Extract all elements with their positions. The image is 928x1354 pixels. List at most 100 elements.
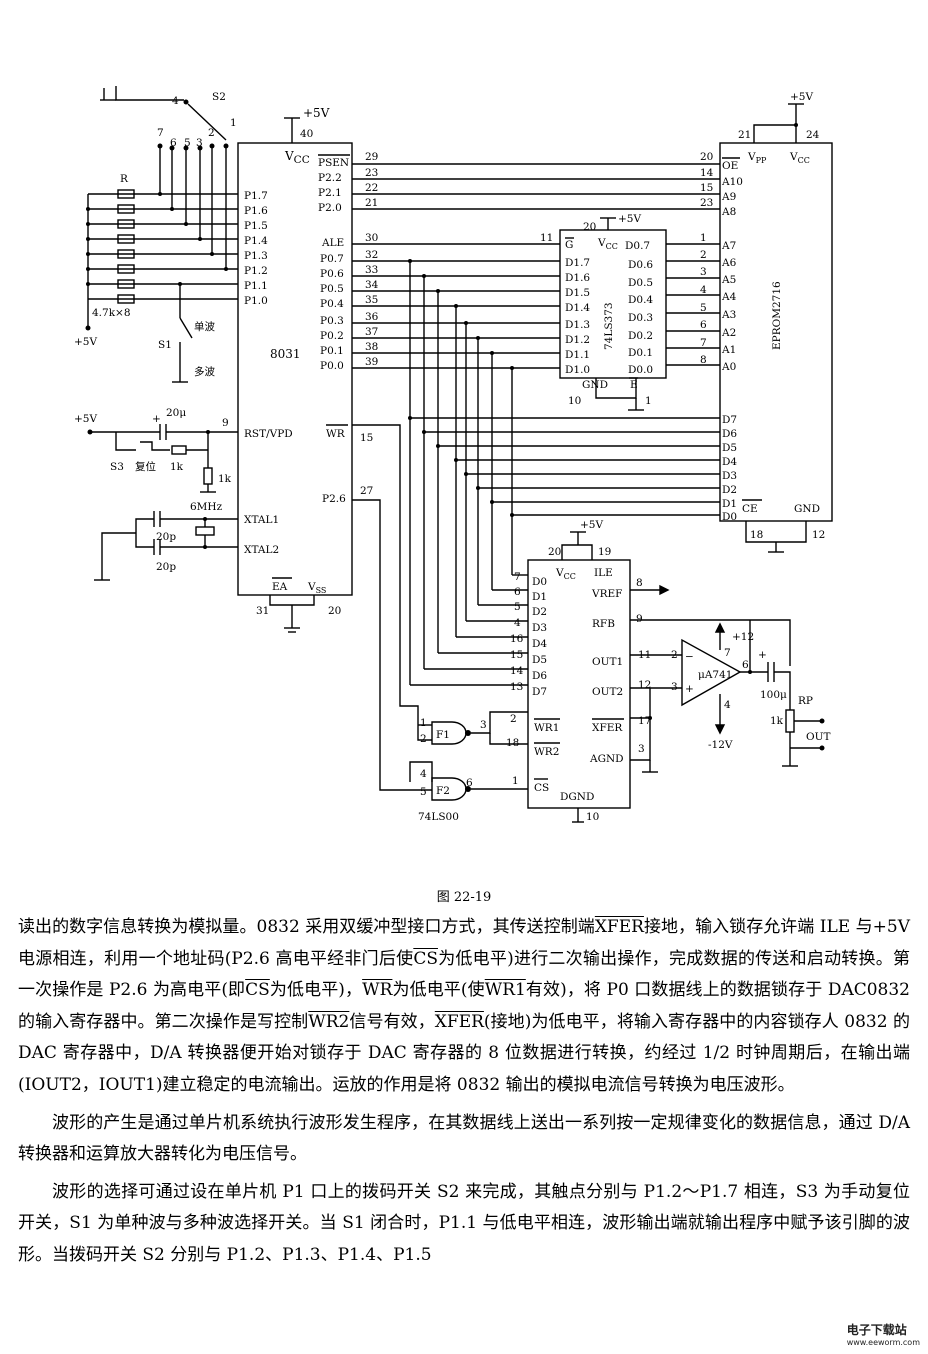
svg-text:A0: A0 xyxy=(721,361,736,373)
svg-text:A9: A9 xyxy=(721,191,736,203)
dac-rfb-label: RFB xyxy=(592,618,615,630)
svg-text:D2: D2 xyxy=(532,606,547,618)
svg-text:8: 8 xyxy=(700,354,707,366)
svg-text:P1.5: P1.5 xyxy=(244,220,268,232)
svg-text:D3: D3 xyxy=(532,622,547,634)
svg-text:D4: D4 xyxy=(722,456,737,468)
s3-label: S3 xyxy=(110,461,124,473)
svg-text:20: 20 xyxy=(548,546,561,558)
svg-text:A10: A10 xyxy=(721,176,743,188)
xtal2-label: XTAL2 xyxy=(244,544,279,556)
dac-agnd-label: AGND xyxy=(589,753,624,765)
svg-text:D1.5: D1.5 xyxy=(565,287,590,299)
svg-text:P1.6: P1.6 xyxy=(244,205,268,217)
svg-text:7: 7 xyxy=(700,337,707,349)
svg-text:A1: A1 xyxy=(721,344,736,356)
rnet-supply: +5V xyxy=(74,336,97,348)
svg-text:4: 4 xyxy=(514,617,521,629)
svg-text:9: 9 xyxy=(636,613,643,625)
eprom-oe-label: OE xyxy=(722,160,738,172)
svg-text:3: 3 xyxy=(196,137,203,149)
svg-text:P0.6: P0.6 xyxy=(320,268,344,280)
svg-text:1: 1 xyxy=(420,717,427,729)
paragraph-3: 波形的选择可通过设在单片机 P1 口上的拨码开关 S2 来完成，其触点分别与 P… xyxy=(18,1181,910,1265)
svg-text:10: 10 xyxy=(568,395,581,407)
svg-text:5: 5 xyxy=(514,601,521,613)
svg-text:4: 4 xyxy=(724,699,731,711)
s2-label: S2 xyxy=(212,91,226,103)
svg-text:23: 23 xyxy=(365,167,378,179)
svg-text:P0.4: P0.4 xyxy=(320,298,344,310)
svg-text:D0.2: D0.2 xyxy=(628,330,653,342)
svg-text:+5V: +5V xyxy=(618,213,641,225)
dac-ile-label: ILE xyxy=(594,567,613,579)
dac-out1-label: OUT1 xyxy=(592,656,623,668)
dac-vref-label: VREF xyxy=(591,588,622,600)
s1-single: 单波 xyxy=(194,320,215,333)
svg-text:P2.1: P2.1 xyxy=(318,187,342,199)
svg-text:10: 10 xyxy=(586,811,599,823)
svg-text:D0.4: D0.4 xyxy=(628,294,653,306)
svg-text:D1.4: D1.4 xyxy=(565,302,590,314)
svg-text:6: 6 xyxy=(466,777,473,789)
svg-text:VCC: VCC xyxy=(555,567,576,581)
ea-label: EA xyxy=(272,581,288,593)
eprom-2716-body xyxy=(719,142,833,522)
svg-text:12: 12 xyxy=(812,529,825,541)
svg-text:40: 40 xyxy=(300,128,313,140)
gate-f2-label: F2 xyxy=(436,785,450,797)
svg-text:D2: D2 xyxy=(722,484,737,496)
svg-text:5: 5 xyxy=(184,137,191,149)
body-text: 读出的数字信息转换为模拟量。0832 采用双缓冲型接口方式，其传送控制端XFER… xyxy=(18,912,910,1272)
latch-g-label: G xyxy=(565,239,573,251)
rp-label: RP xyxy=(798,695,813,707)
svg-text:6: 6 xyxy=(514,586,521,598)
dac-out2-label: OUT2 xyxy=(592,686,623,698)
svg-text:D0: D0 xyxy=(722,511,737,523)
svg-text:P0.5: P0.5 xyxy=(320,283,344,295)
svg-text:2: 2 xyxy=(671,649,678,661)
svg-text:4: 4 xyxy=(700,284,707,296)
xtal-freq: 6MHz xyxy=(190,501,223,513)
eprom-gnd-label: GND xyxy=(794,503,820,515)
dac-dgnd-label: DGND xyxy=(560,791,594,803)
svg-text:11: 11 xyxy=(540,232,553,244)
svg-text:D0.7: D0.7 xyxy=(625,240,650,252)
svg-text:4: 4 xyxy=(172,95,179,107)
svg-text:6: 6 xyxy=(170,137,177,149)
svg-text:+5V: +5V xyxy=(74,413,97,425)
svg-text:D4: D4 xyxy=(532,638,547,650)
gate-chip-name: 74LS00 xyxy=(418,811,459,823)
svg-text:7: 7 xyxy=(157,127,164,139)
svg-text:PSEN: PSEN xyxy=(318,157,349,169)
svg-text:14: 14 xyxy=(700,167,714,179)
reset-label: 复位 xyxy=(135,460,156,473)
opamp-vminus: -12V xyxy=(708,739,733,751)
svg-text:1: 1 xyxy=(645,395,652,407)
svg-text:24: 24 xyxy=(806,129,820,141)
svg-text:18: 18 xyxy=(506,737,519,749)
svg-text:2: 2 xyxy=(510,713,517,725)
svg-text:D1.1: D1.1 xyxy=(565,349,590,361)
svg-text:D1.2: D1.2 xyxy=(565,334,590,346)
svg-text:P1.0: P1.0 xyxy=(244,295,268,307)
svg-text:3: 3 xyxy=(700,266,707,278)
latch-e-label: E xyxy=(630,379,638,391)
svg-text:D3: D3 xyxy=(722,470,737,482)
xtal-cap2: 20p xyxy=(156,561,176,573)
mcu-8031-name: 8031 xyxy=(270,347,301,361)
dac-0832-body xyxy=(527,559,631,809)
svg-text:5: 5 xyxy=(420,786,427,798)
svg-text:D5: D5 xyxy=(532,654,547,666)
svg-text:15: 15 xyxy=(700,182,713,194)
svg-text:P2.2: P2.2 xyxy=(318,172,342,184)
dac-xfer-label: XFER xyxy=(592,722,623,734)
svg-text:+: + xyxy=(685,683,694,695)
svg-text:3: 3 xyxy=(480,719,487,731)
svg-text:D0.5: D0.5 xyxy=(628,277,653,289)
svg-text:P2.0: P2.0 xyxy=(318,202,342,214)
svg-text:31: 31 xyxy=(256,605,269,617)
svg-text:A4: A4 xyxy=(721,291,737,303)
svg-text:21: 21 xyxy=(365,197,378,209)
